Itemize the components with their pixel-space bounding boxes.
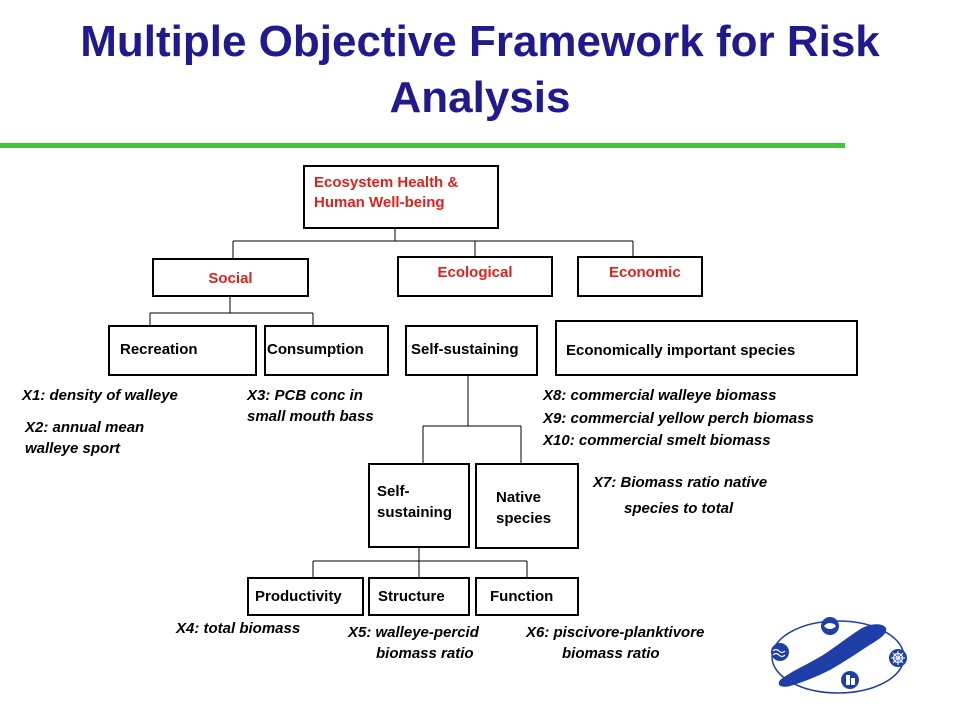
node-economically-important-species: Economically important species	[555, 320, 858, 376]
node-consumption-label: Consumption	[267, 341, 364, 358]
node-function-label: Function	[490, 588, 554, 605]
title-divider	[0, 143, 845, 148]
attribute-x6-line2: biomass ratio	[562, 645, 660, 662]
attribute-x3-line2: small mouth bass	[247, 408, 374, 425]
fish-icon	[821, 617, 839, 635]
page-title: Multiple Objective Framework for Risk An…	[80, 17, 880, 122]
node-productivity-label: Productivity	[255, 588, 342, 605]
attribute-x7-line2: species to total	[624, 500, 734, 517]
node-recreation: Recreation	[108, 325, 257, 376]
node-economically-important-species-label: Economically important species	[566, 342, 796, 359]
node-economic-label: Economic	[609, 264, 681, 281]
node-native-species-label: Native species	[496, 489, 552, 527]
attribute-x3-line1: X3: PCB conc in	[247, 387, 363, 404]
node-social-label: Social	[208, 270, 253, 287]
attribute-x2-line1: X2: annual mean	[25, 419, 145, 436]
node-self-sustaining: Self- sustaining	[368, 463, 470, 548]
node-productivity: Productivity	[247, 577, 364, 616]
attribute-x6-line1: X6: piscivore-planktivore	[526, 624, 705, 641]
node-structure-label: Structure	[378, 588, 445, 605]
attribute-x7-line1: X7: Biomass ratio native	[593, 474, 768, 491]
node-consumption: Consumption	[264, 325, 389, 376]
attribute-x1: X1: density of walleye	[22, 387, 178, 404]
node-function: Function	[475, 577, 579, 616]
ship-wheel-icon	[889, 649, 907, 667]
node-self-sustaining-label: Self- sustaining	[377, 483, 453, 521]
node-ecological: Ecological	[397, 256, 553, 297]
building-icon	[841, 671, 859, 689]
attribute-x9: X9: commercial yellow perch biomass	[543, 410, 814, 427]
node-economic: Economic	[577, 256, 703, 297]
node-structure: Structure	[368, 577, 470, 616]
attribute-x2-line2: walleye sport	[25, 440, 121, 457]
node-social: Social	[152, 258, 309, 297]
node-recreation-label: Recreation	[120, 341, 198, 358]
attribute-x8: X8: commercial walleye biomass	[543, 387, 777, 404]
node-ecosystem-health: Ecosystem Health & Human Well-being	[303, 165, 499, 229]
great-lakes-logo	[771, 617, 907, 694]
attribute-x5-line1: X5: walleye-percid	[348, 624, 479, 641]
wave-icon	[771, 643, 789, 661]
node-ecological-label: Ecological	[437, 264, 513, 281]
node-self-sustaining-top: Self-sustaining	[405, 325, 538, 376]
attribute-x4: X4: total biomass	[176, 620, 301, 637]
attribute-x5-line2: biomass ratio	[376, 645, 474, 662]
node-native-species: Native species	[475, 463, 579, 549]
node-ecosystem-health-label: Ecosystem Health & Human Well-being	[314, 174, 459, 211]
attribute-x10: X10: commercial smelt biomass	[543, 432, 771, 449]
node-self-sustaining-top-label: Self-sustaining	[411, 341, 519, 358]
